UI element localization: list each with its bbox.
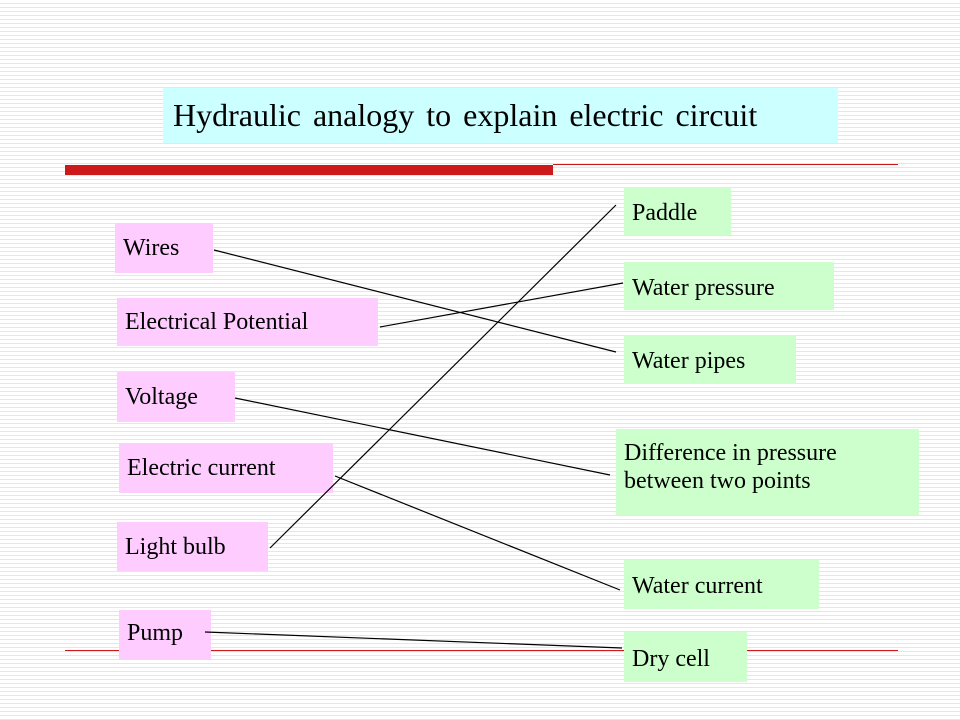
connector-potential-water-pressure [379, 282, 624, 328]
analog-pressure-difference: Difference in pressure between two point… [616, 429, 919, 515]
bottom-rule [65, 650, 898, 651]
title-underline-bar [65, 165, 553, 175]
connector-wires-water-pipes [213, 249, 617, 353]
term-electrical-potential: Electrical Potential [117, 298, 378, 346]
term-light-bulb: Light bulb [117, 522, 268, 571]
analog-water-pipes: Water pipes [624, 335, 796, 384]
analog-paddle: Paddle [624, 187, 731, 235]
term-voltage: Voltage [117, 372, 235, 422]
term-electric-current: Electric current [119, 443, 333, 493]
connector-bulb-paddle [269, 204, 617, 549]
analog-pressure-difference-line1: Difference in pressure [624, 440, 837, 466]
connector-current-water-current [334, 475, 621, 591]
analog-water-current: Water current [624, 560, 819, 609]
analog-dry-cell: Dry cell [624, 632, 747, 682]
analog-water-pressure: Water pressure [624, 262, 834, 310]
connector-voltage-pressure-difference [234, 397, 611, 476]
analog-pressure-difference-line2: between two points [624, 468, 811, 494]
connector-pump-dry-cell [204, 631, 623, 649]
term-wires: Wires [115, 223, 213, 273]
page-title: Hydraulic analogy to explain electric ci… [163, 88, 838, 143]
term-pump: Pump [119, 610, 211, 660]
title-underline-rule [553, 164, 898, 165]
